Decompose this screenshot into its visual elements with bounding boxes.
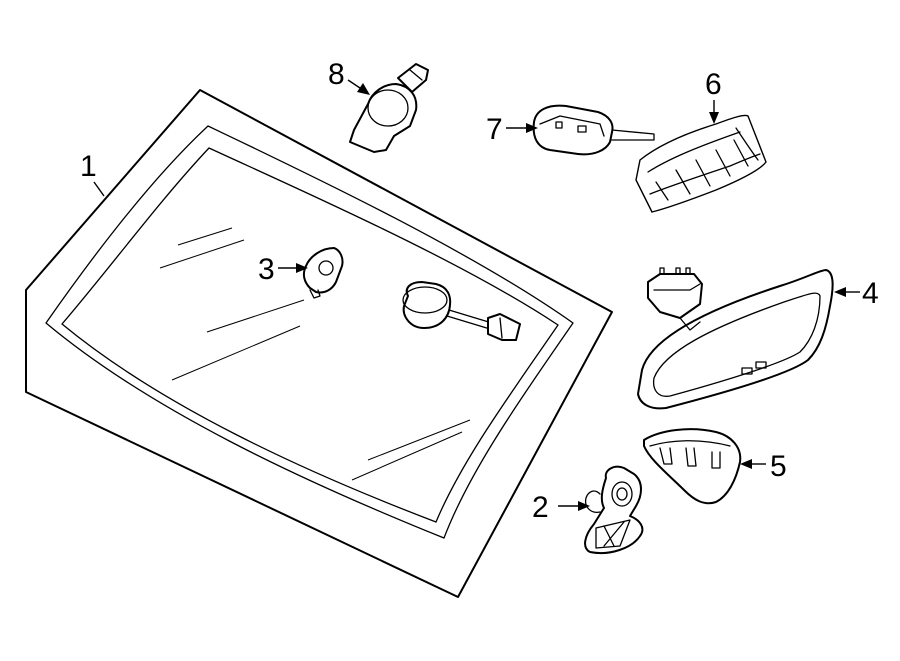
windshield-glare-lines xyxy=(159,227,471,481)
callout-2: 2 xyxy=(532,491,549,524)
callout-3: 3 xyxy=(258,253,275,286)
callout-1: 1 xyxy=(80,150,97,183)
rearview-mirror-part xyxy=(637,267,834,410)
mirror-cover-part xyxy=(643,428,742,505)
clip-part xyxy=(302,247,344,299)
windshield-sensor xyxy=(402,281,521,341)
callout-6: 6 xyxy=(705,68,722,101)
callout-leaders xyxy=(93,79,860,511)
windshield-part xyxy=(25,89,613,598)
callout-8: 8 xyxy=(328,58,345,91)
rain-sensor-part xyxy=(349,63,429,153)
sensor-housing-part xyxy=(532,104,655,156)
callout-7: 7 xyxy=(486,113,503,146)
trim-cover-part xyxy=(635,114,767,213)
callout-4: 4 xyxy=(862,277,879,310)
callout-5: 5 xyxy=(770,450,787,483)
mirror-mount-part xyxy=(584,465,644,554)
